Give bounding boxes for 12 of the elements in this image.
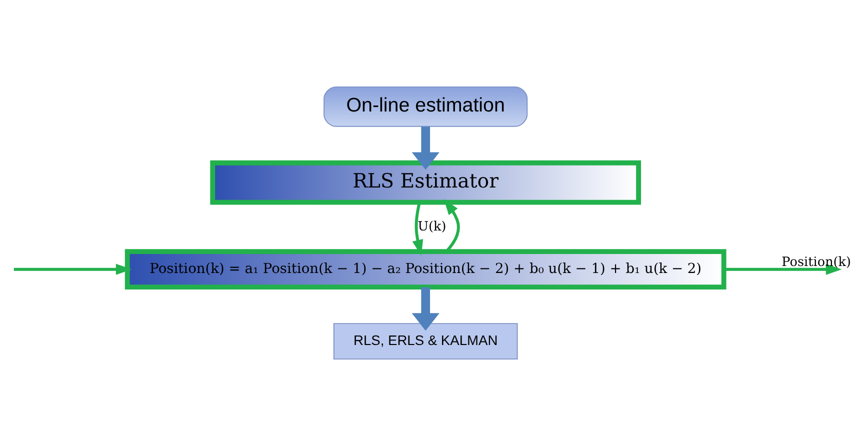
edge-label: U(k) xyxy=(418,219,446,234)
arrow xyxy=(412,287,440,331)
node-box: RLS Estimator xyxy=(210,160,642,205)
arrow xyxy=(14,264,132,275)
arrow xyxy=(724,264,842,275)
arrow xyxy=(444,199,460,252)
arrow xyxy=(412,202,424,256)
arrow xyxy=(412,126,440,170)
node-box: RLS, ERLS & KALMAN xyxy=(333,323,518,360)
node-box: On-line estimation xyxy=(324,86,528,127)
node-box: Position(k) = a₁ Position(k − 1) − a₂ Position(k − 2) + b₀ u(k − 1) + b₁ u(k − 2) xyxy=(124,249,726,290)
edge-label: Position(k) xyxy=(782,254,852,270)
